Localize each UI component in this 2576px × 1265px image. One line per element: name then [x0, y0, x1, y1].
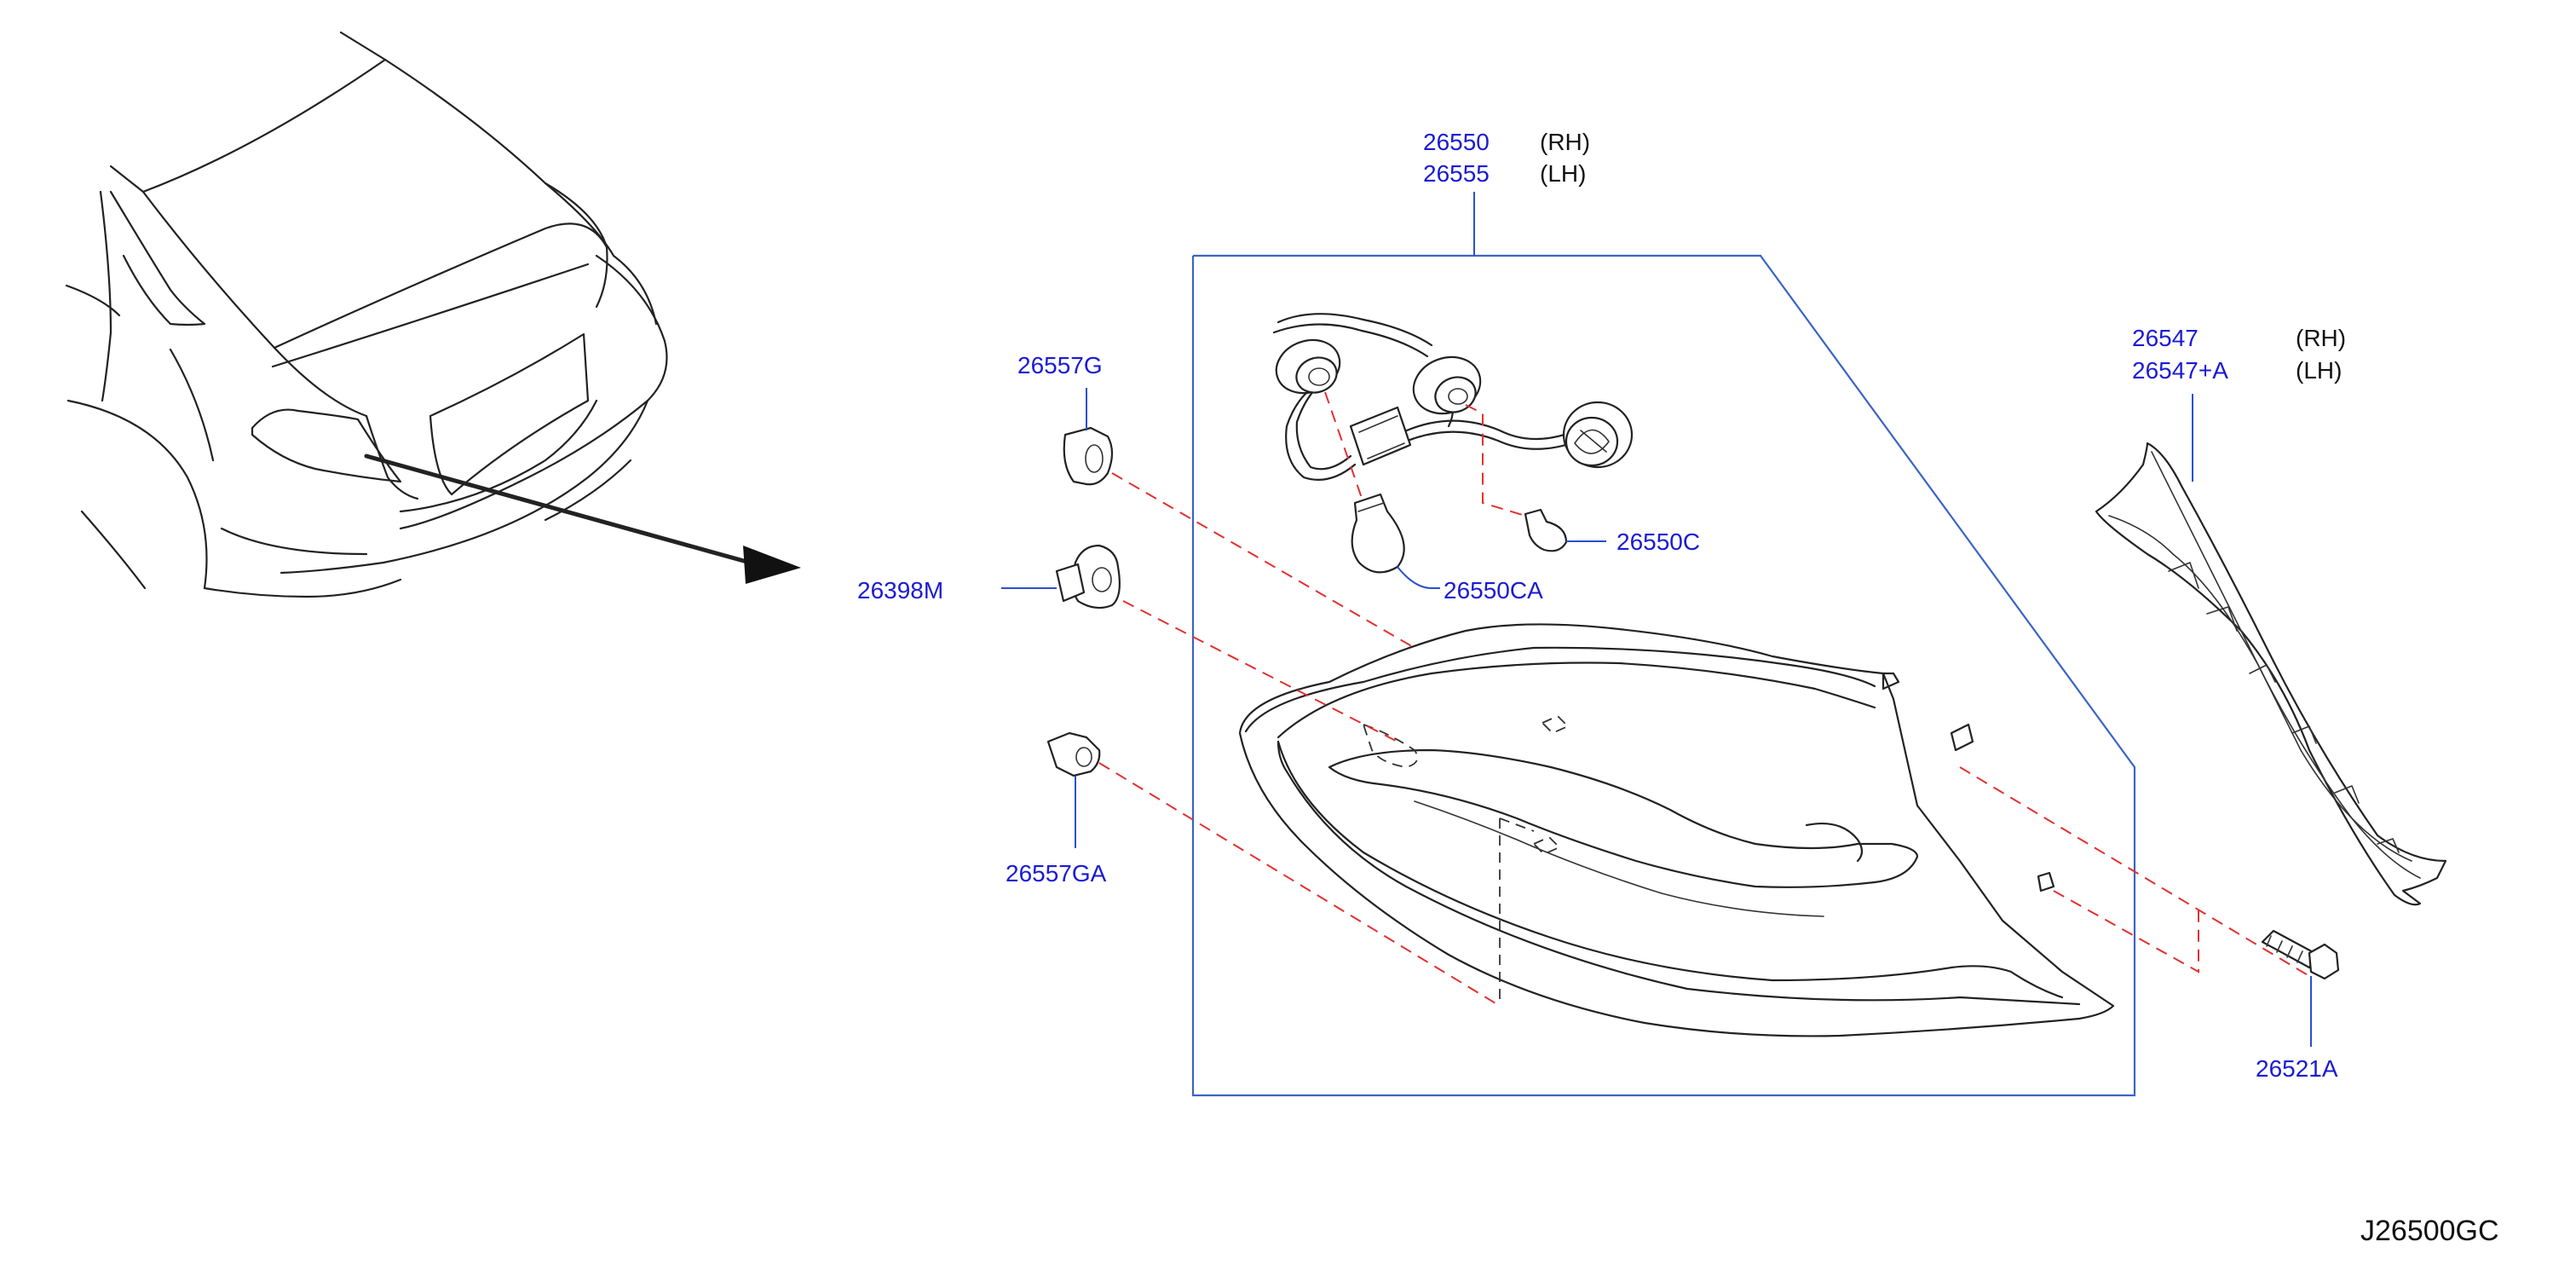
part-number-26550[interactable]: 26550	[1423, 129, 1490, 155]
side-rh-label: (RH)	[1540, 129, 1590, 155]
part-number-26547[interactable]: 26547	[2132, 325, 2199, 351]
side-lh-label: (LH)	[1540, 160, 1586, 187]
lamp-assembly-callout	[1191, 192, 2136, 1097]
part-number-26398m[interactable]: 26398M	[857, 577, 943, 604]
socket-harness	[1272, 313, 1634, 589]
rear-combination-lamp	[1238, 623, 2115, 1037]
vehicle-rear-illustration	[65, 31, 801, 598]
part-number-26521a[interactable]: 26521A	[2256, 1055, 2338, 1082]
part-number-26550ca[interactable]: 26550CA	[1444, 577, 1543, 604]
part-number-26557ga[interactable]: 26557GA	[1006, 860, 1107, 887]
fastener-clips	[1001, 388, 1501, 1007]
part-number-26547-a[interactable]: 26547+A	[2132, 357, 2228, 384]
part-number-26557g[interactable]: 26557G	[1017, 352, 1103, 378]
side-rh-label: (RH)	[2296, 325, 2346, 351]
part-number-labels: 26550 (RH) 26555 (LH) 26547 (RH) 26547+A…	[857, 129, 2499, 1247]
side-lh-label: (LH)	[2296, 357, 2342, 384]
mounting-screw	[1959, 766, 2340, 1047]
part-number-26550c[interactable]: 26550C	[1616, 529, 1700, 555]
part-number-26555[interactable]: 26555	[1423, 160, 1490, 187]
rear-finisher	[2095, 394, 2447, 906]
drawing-code: J26500GC	[2360, 1215, 2499, 1247]
